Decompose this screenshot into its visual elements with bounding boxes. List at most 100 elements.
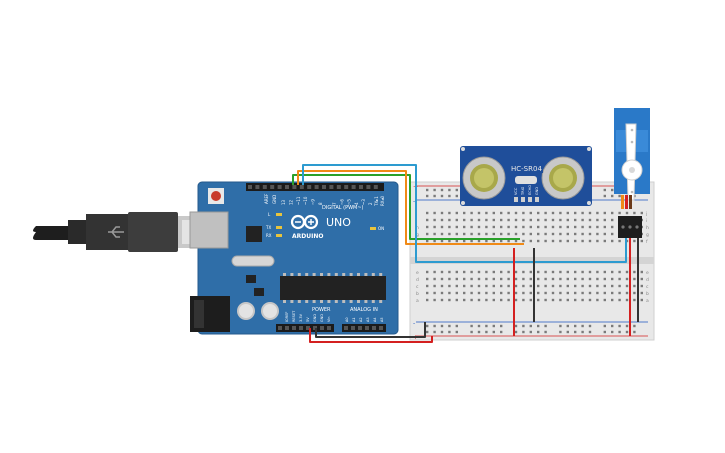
terminal-hole[interactable] bbox=[529, 298, 532, 302]
rail-hole[interactable] bbox=[440, 330, 444, 334]
rail-hole[interactable] bbox=[477, 324, 481, 328]
terminal-hole[interactable] bbox=[522, 239, 525, 243]
terminal-hole[interactable] bbox=[470, 298, 473, 302]
terminal-hole[interactable] bbox=[507, 225, 510, 229]
terminal-hole[interactable] bbox=[529, 239, 532, 243]
terminal-hole[interactable] bbox=[603, 298, 606, 302]
header-pin-hole[interactable] bbox=[292, 185, 297, 189]
terminal-hole[interactable] bbox=[455, 211, 458, 215]
terminal-hole[interactable] bbox=[640, 284, 643, 288]
terminal-hole[interactable] bbox=[640, 211, 643, 215]
rail-hole[interactable] bbox=[426, 188, 429, 192]
rail-hole[interactable] bbox=[485, 324, 488, 328]
terminal-hole[interactable] bbox=[440, 211, 444, 215]
terminal-hole[interactable] bbox=[559, 225, 562, 229]
terminal-hole[interactable] bbox=[485, 218, 488, 222]
terminal-hole[interactable] bbox=[440, 291, 444, 295]
terminal-hole[interactable] bbox=[625, 270, 629, 274]
terminal-hole[interactable] bbox=[625, 298, 629, 302]
terminal-hole[interactable] bbox=[618, 270, 621, 274]
terminal-hole[interactable] bbox=[566, 284, 569, 288]
terminal-hole[interactable] bbox=[559, 298, 562, 302]
terminal-hole[interactable] bbox=[574, 291, 577, 295]
terminal-hole[interactable] bbox=[463, 211, 466, 215]
terminal-hole[interactable] bbox=[492, 291, 495, 295]
terminal-hole[interactable] bbox=[611, 232, 614, 236]
analog-pin-hole[interactable] bbox=[344, 326, 348, 330]
usb-cable[interactable] bbox=[33, 212, 210, 252]
terminal-hole[interactable] bbox=[618, 277, 621, 281]
terminal-hole[interactable] bbox=[485, 270, 488, 274]
terminal-hole[interactable] bbox=[574, 211, 577, 215]
power-pin-hole[interactable] bbox=[285, 326, 289, 330]
terminal-hole[interactable] bbox=[426, 239, 429, 243]
terminal-hole[interactable] bbox=[551, 218, 555, 222]
terminal-hole[interactable] bbox=[625, 291, 629, 295]
terminal-hole[interactable] bbox=[581, 284, 584, 288]
terminal-hole[interactable] bbox=[455, 284, 458, 288]
terminal-hole[interactable] bbox=[551, 225, 555, 229]
terminal-hole[interactable] bbox=[551, 239, 555, 243]
terminal-hole[interactable] bbox=[477, 211, 481, 215]
terminal-hole[interactable] bbox=[574, 239, 577, 243]
terminal-hole[interactable] bbox=[470, 270, 473, 274]
terminal-hole[interactable] bbox=[500, 225, 503, 229]
terminal-hole[interactable] bbox=[603, 218, 606, 222]
terminal-hole[interactable] bbox=[537, 211, 540, 215]
terminal-hole[interactable] bbox=[544, 218, 547, 222]
wire-green[interactable] bbox=[292, 174, 520, 240]
terminal-hole[interactable] bbox=[500, 232, 503, 236]
terminal-hole[interactable] bbox=[559, 211, 562, 215]
terminal-hole[interactable] bbox=[633, 284, 636, 288]
rail-hole[interactable] bbox=[559, 330, 562, 334]
terminal-hole[interactable] bbox=[551, 211, 555, 215]
terminal-hole[interactable] bbox=[611, 291, 614, 295]
rail-hole[interactable] bbox=[633, 330, 636, 334]
terminal-hole[interactable] bbox=[559, 284, 562, 288]
terminal-hole[interactable] bbox=[633, 298, 636, 302]
terminal-hole[interactable] bbox=[507, 218, 510, 222]
terminal-hole[interactable] bbox=[470, 291, 473, 295]
terminal-hole[interactable] bbox=[611, 277, 614, 281]
terminal-hole[interactable] bbox=[463, 277, 466, 281]
terminal-hole[interactable] bbox=[433, 277, 436, 281]
terminal-hole[interactable] bbox=[566, 239, 569, 243]
rail-hole[interactable] bbox=[426, 194, 429, 198]
terminal-hole[interactable] bbox=[500, 277, 503, 281]
terminal-hole[interactable] bbox=[603, 284, 606, 288]
terminal-hole[interactable] bbox=[500, 270, 503, 274]
terminal-hole[interactable] bbox=[440, 218, 444, 222]
terminal-hole[interactable] bbox=[544, 232, 547, 236]
terminal-hole[interactable] bbox=[611, 218, 614, 222]
terminal-hole[interactable] bbox=[625, 277, 629, 281]
rail-hole[interactable] bbox=[426, 324, 429, 328]
terminal-hole[interactable] bbox=[574, 225, 577, 229]
terminal-hole[interactable] bbox=[492, 277, 495, 281]
rail-hole[interactable] bbox=[448, 188, 451, 192]
terminal-hole[interactable] bbox=[507, 291, 510, 295]
terminal-hole[interactable] bbox=[440, 298, 444, 302]
rail-hole[interactable] bbox=[522, 324, 525, 328]
terminal-hole[interactable] bbox=[522, 284, 525, 288]
terminal-hole[interactable] bbox=[455, 232, 458, 236]
terminal-hole[interactable] bbox=[470, 218, 473, 222]
terminal-hole[interactable] bbox=[566, 225, 569, 229]
terminal-hole[interactable] bbox=[544, 225, 547, 229]
power-pin-hole[interactable] bbox=[278, 326, 282, 330]
terminal-hole[interactable] bbox=[574, 270, 577, 274]
analog-pin-hole[interactable] bbox=[365, 326, 369, 330]
terminal-hole[interactable] bbox=[440, 277, 444, 281]
terminal-hole[interactable] bbox=[603, 277, 606, 281]
rail-hole[interactable] bbox=[603, 188, 606, 192]
header-pin-hole[interactable] bbox=[270, 185, 275, 189]
terminal-hole[interactable] bbox=[514, 284, 518, 288]
terminal-hole[interactable] bbox=[551, 298, 555, 302]
header-pin-hole[interactable] bbox=[336, 185, 341, 189]
terminal-hole[interactable] bbox=[426, 270, 429, 274]
terminal-hole[interactable] bbox=[470, 239, 473, 243]
terminal-hole[interactable] bbox=[463, 225, 466, 229]
header-pin-hole[interactable] bbox=[277, 185, 282, 189]
terminal-hole[interactable] bbox=[603, 225, 606, 229]
terminal-hole[interactable] bbox=[492, 298, 495, 302]
